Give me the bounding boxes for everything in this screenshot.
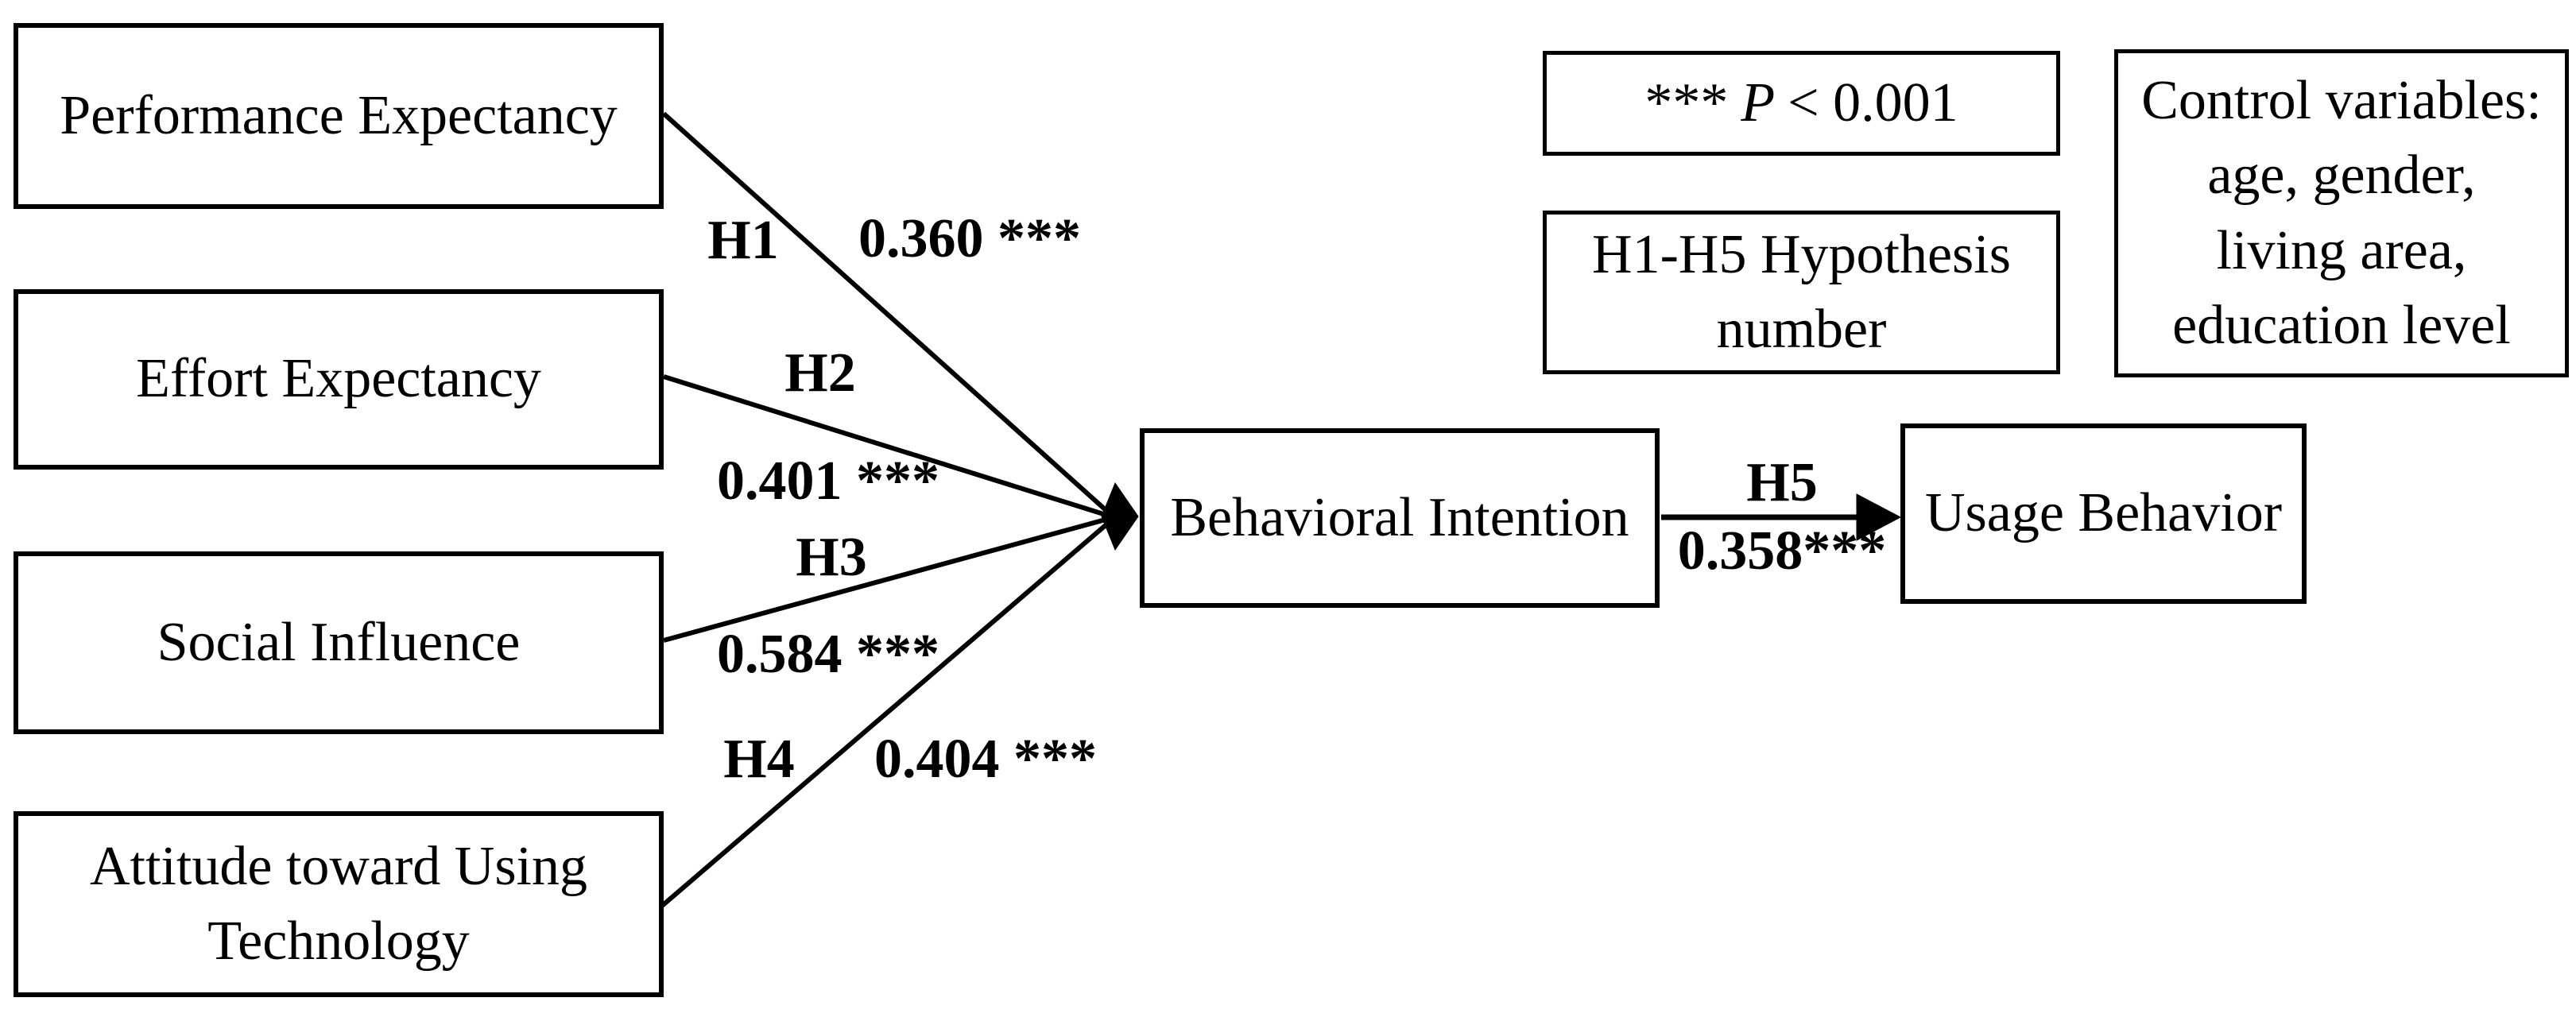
edge-h3-coefficient-label: 0.584 *** [717,624,939,685]
node-performance-expectancy: Performance Expectancy [14,23,664,209]
significance-legend-box: *** P < 0.001 [1543,51,2060,156]
edge-h4-hypothesis-label: H4 [723,729,795,790]
node-label: Performance Expectancy [60,84,618,146]
node-attitude-toward-using-technology: Attitude toward Using Technology [14,811,664,997]
significance-stars: *** [1644,72,1729,133]
edge-h1-hypothesis-label: H1 [707,210,779,271]
edge-h5-hypothesis-label: H5 [1746,452,1818,513]
hypothesis-number-legend-box: H1-H5 Hypothesis number [1543,211,2060,374]
node-label: Effort Expectancy [136,348,541,410]
node-behavioral-intention: Behavioral Intention [1140,428,1660,608]
node-social-influence: Social Influence [14,551,664,734]
significance-condition: < 0.001 [1788,72,1958,133]
control-variables-line: living area, [2216,219,2467,281]
edge-h3-hypothesis-label: H3 [796,527,867,588]
control-variables-line: education level [2172,295,2511,356]
edge-h2-coefficient-label: 0.401 *** [717,450,939,512]
node-effort-expectancy: Effort Expectancy [14,289,664,470]
edge-h1-coefficient-label: 0.360 *** [858,208,1081,269]
edge-h5-coefficient-label: 0.358*** [1677,520,1887,582]
edge-h4-coefficient-label: 0.404 *** [874,729,1097,790]
edge-h4-line [660,518,1113,908]
edge-h2-hypothesis-label: H2 [784,342,856,404]
control-variables-line: Control variables: [2141,69,2542,131]
node-label: Social Influence [157,611,521,673]
edge-h3-line [663,516,1112,643]
convergence-arrowhead-icon [1101,481,1139,551]
control-variables-box: Control variables: age, gender, living a… [2114,49,2569,377]
node-label-line: Technology [207,911,470,972]
node-label-line: Attitude toward Using [89,835,588,897]
legend-line: H1-H5 Hypothesis [1592,223,2011,285]
node-label: Usage Behavior [1924,482,2283,544]
significance-p-symbol: P [1741,72,1776,133]
legend-line: number [1716,299,1887,360]
node-label: Behavioral Intention [1170,486,1629,548]
node-usage-behavior: Usage Behavior [1900,423,2307,604]
control-variables-line: age, gender, [2207,145,2476,206]
